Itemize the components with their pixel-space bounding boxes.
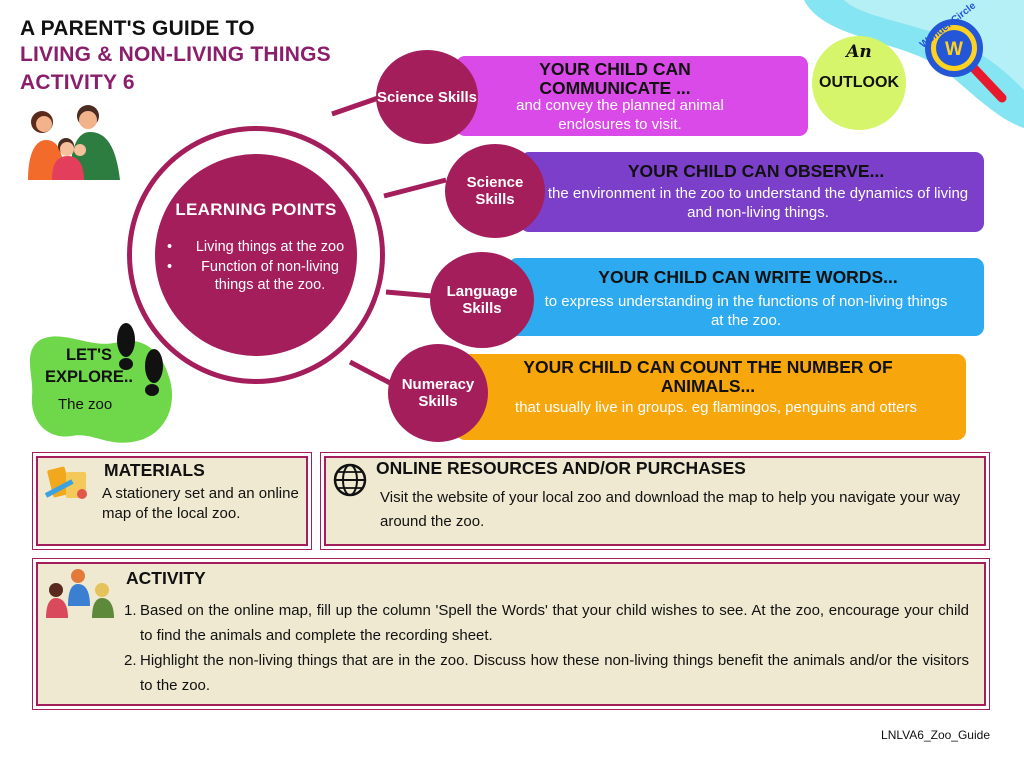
globe-icon xyxy=(333,463,367,497)
skill-heading: YOUR CHILD CAN COMMUNICATE ... xyxy=(539,59,691,98)
outlook-circle xyxy=(812,36,906,130)
explore-title: LET'S EXPLORE.. xyxy=(44,346,134,386)
skill-description: that usually live in groups. eg flamingo… xyxy=(515,399,917,416)
activity-step-text: Highlight the non-living things that are… xyxy=(140,652,969,694)
activity-step: 2.Highlight the non-living things that a… xyxy=(124,652,969,694)
skill-banner-count: YOUR CHILD CAN COUNT THE NUMBER OF ANIMA… xyxy=(456,354,966,440)
skill-banner-observe: YOUR CHILD CAN OBSERVE... the environmen… xyxy=(520,152,984,232)
skill-heading: YOUR CHILD CAN COUNT THE NUMBER OF ANIMA… xyxy=(523,357,893,396)
skill-heading: YOUR CHILD CAN OBSERVE... xyxy=(627,161,885,181)
materials-box: MATERIALS A stationery set and an online… xyxy=(32,452,312,550)
outlook-an-text: An xyxy=(846,42,872,62)
guide-title-line-2: LIVING & NON-LIVING THINGS xyxy=(20,43,331,66)
skill-description: and convey the planned animal enclosures… xyxy=(516,97,724,133)
explore-subtitle: The zoo xyxy=(58,396,113,413)
wonder-circle-logo-icon: W xyxy=(925,19,1007,103)
skill-description: to express understanding in the function… xyxy=(544,293,948,329)
activity-step: 1.Based on the online map, fill up the c… xyxy=(124,602,969,644)
document-code: LNLVA6_Zoo_Guide xyxy=(881,728,990,742)
activity-step-text: Based on the online map, fill up the col… xyxy=(140,602,969,644)
footprints-icon xyxy=(117,323,163,396)
skill-badge-science: Science Skills xyxy=(445,144,545,238)
guide-title-line-1: A PARENT'S GUIDE TO xyxy=(20,17,255,40)
materials-text: A stationery set and an online map of th… xyxy=(102,485,299,522)
skill-badge-language: Language Skills xyxy=(430,252,534,348)
connector-lines xyxy=(331,93,447,387)
learning-point-item: Function of non-living things at the zoo… xyxy=(167,258,359,294)
activity-steps: 1.Based on the online map, fill up the c… xyxy=(124,598,969,698)
skill-heading: YOUR CHILD CAN WRITE WORDS... xyxy=(598,267,898,287)
guide-title-line-3: ACTIVITY 6 xyxy=(20,71,135,94)
learning-points-circle: LEARNING POINTS Living things at the zoo… xyxy=(155,154,357,356)
family-illustration xyxy=(28,105,120,180)
skill-banner-communicate: YOUR CHILD CAN COMMUNICATE ... and conve… xyxy=(456,56,808,136)
stationery-icon xyxy=(44,466,87,499)
activity-box: ACTIVITY 1.Based on the online map, fill… xyxy=(32,558,990,710)
skill-description: the environment in the zoo to understand… xyxy=(547,185,969,221)
learning-points-list: Living things at the zoo Function of non… xyxy=(167,238,359,296)
learning-points-title: LEARNING POINTS xyxy=(175,200,337,219)
online-resources-text: Visit the website of your local zoo and … xyxy=(380,489,961,530)
online-resources-box: ONLINE RESOURCES AND/OR PURCHASES Visit … xyxy=(320,452,990,550)
logo-letter: W xyxy=(945,39,963,60)
skill-banner-write-words: YOUR CHILD CAN WRITE WORDS... to express… xyxy=(508,258,984,336)
outlook-text: OUTLOOK xyxy=(819,74,899,91)
skill-badge-science: Science Skills xyxy=(376,50,478,144)
learning-point-item: Living things at the zoo xyxy=(167,238,359,256)
children-illustration xyxy=(46,569,114,618)
materials-title: MATERIALS xyxy=(104,460,205,480)
explore-blob xyxy=(29,336,173,443)
skill-badge-numeracy: Numeracy Skills xyxy=(388,344,488,442)
online-resources-title: ONLINE RESOURCES AND/OR PURCHASES xyxy=(376,458,746,478)
activity-title: ACTIVITY xyxy=(126,568,206,588)
